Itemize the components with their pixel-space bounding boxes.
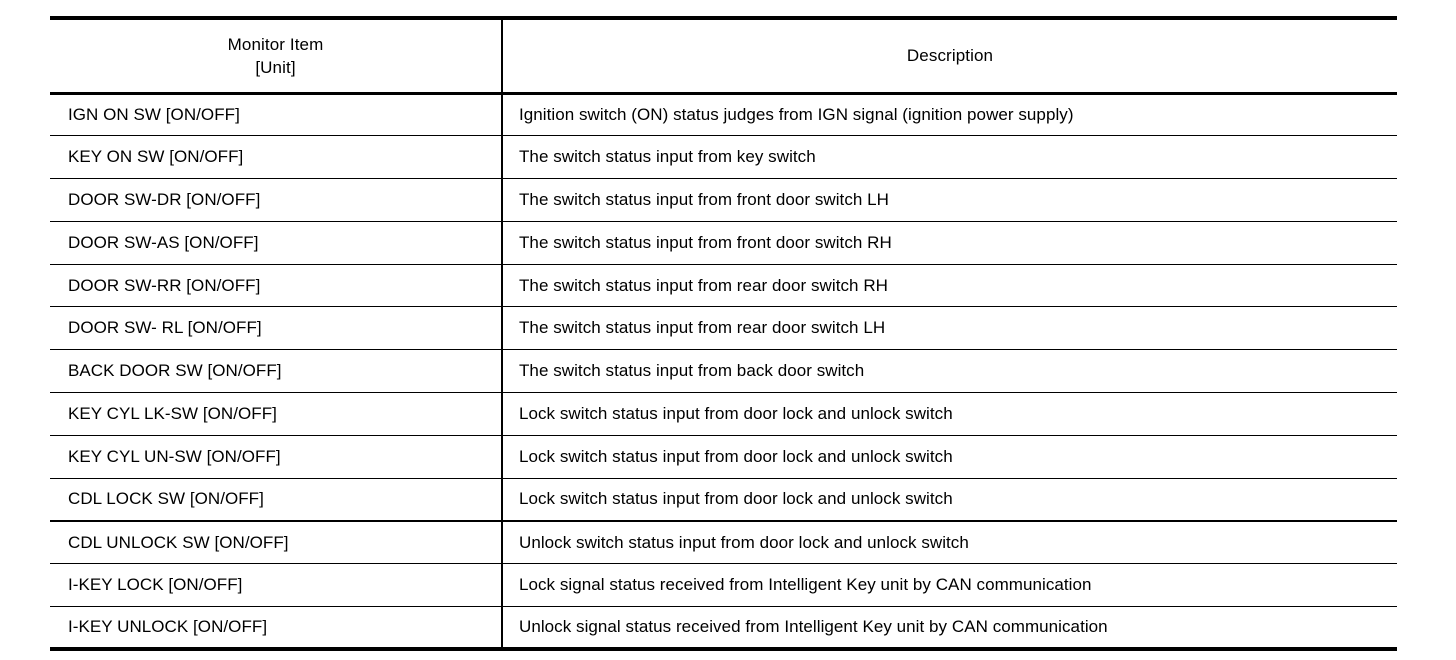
cell-description: Unlock signal status received from Intel… — [502, 606, 1397, 652]
cell-description: Lock switch status input from door lock … — [502, 478, 1397, 522]
cell-monitor-item: CDL LOCK SW [ON/OFF] — [50, 478, 503, 522]
cell-description: Lock switch status input from door lock … — [502, 435, 1397, 479]
table-row: I-KEY LOCK [ON/OFF]Lock signal status re… — [50, 563, 1397, 608]
column-header-monitor-item-unit: [Unit] — [255, 57, 296, 77]
table-row: KEY CYL LK-SW [ON/OFF]Lock switch status… — [50, 392, 1397, 436]
table-body: IGN ON SW [ON/OFF]Ignition switch (ON) s… — [50, 93, 1397, 652]
column-header-monitor-item: Monitor Item [Unit] — [50, 16, 503, 95]
table-row: CDL UNLOCK SW [ON/OFF]Unlock switch stat… — [50, 520, 1397, 565]
table-row: DOOR SW-AS [ON/OFF]The switch status inp… — [50, 221, 1397, 265]
column-header-description: Description — [502, 16, 1397, 95]
cell-description: Lock signal status received from Intelli… — [502, 563, 1397, 608]
cell-description: The switch status input from rear door s… — [502, 264, 1397, 308]
cell-monitor-item: KEY CYL UN-SW [ON/OFF] — [50, 435, 503, 479]
table-row: DOOR SW- RL [ON/OFF]The switch status in… — [50, 306, 1397, 351]
cell-monitor-item: DOOR SW-RR [ON/OFF] — [50, 264, 503, 308]
column-header-monitor-item-title: Monitor Item — [227, 34, 324, 54]
table-row: BACK DOOR SW [ON/OFF]The switch status i… — [50, 349, 1397, 394]
cell-monitor-item: I-KEY LOCK [ON/OFF] — [50, 563, 503, 608]
cell-description: The switch status input from front door … — [502, 178, 1397, 222]
cell-description: Ignition switch (ON) status judges from … — [502, 93, 1397, 137]
table-header-row: Monitor Item [Unit] Description — [50, 16, 1397, 95]
cell-description: The switch status input from rear door s… — [502, 306, 1397, 351]
cell-monitor-item: BACK DOOR SW [ON/OFF] — [50, 349, 503, 394]
cell-description: The switch status input from back door s… — [502, 349, 1397, 394]
cell-description: The switch status input from key switch — [502, 135, 1397, 180]
table-row: I-KEY UNLOCK [ON/OFF]Unlock signal statu… — [50, 606, 1397, 652]
table-row: DOOR SW-DR [ON/OFF]The switch status inp… — [50, 178, 1397, 222]
table-header: Monitor Item [Unit] Description — [50, 16, 1397, 95]
monitor-item-table-container: Monitor Item [Unit] Description IGN ON S… — [50, 16, 1397, 652]
table-row: KEY ON SW [ON/OFF]The switch status inpu… — [50, 135, 1397, 180]
cell-monitor-item: CDL UNLOCK SW [ON/OFF] — [50, 520, 503, 565]
monitor-item-table: Monitor Item [Unit] Description IGN ON S… — [50, 16, 1397, 652]
cell-monitor-item: DOOR SW- RL [ON/OFF] — [50, 306, 503, 351]
cell-description: Unlock switch status input from door loc… — [502, 520, 1397, 565]
table-row: CDL LOCK SW [ON/OFF]Lock switch status i… — [50, 478, 1397, 522]
table-row: DOOR SW-RR [ON/OFF]The switch status inp… — [50, 264, 1397, 308]
cell-description: The switch status input from front door … — [502, 221, 1397, 265]
cell-description: Lock switch status input from door lock … — [502, 392, 1397, 436]
cell-monitor-item: DOOR SW-AS [ON/OFF] — [50, 221, 503, 265]
table-row: KEY CYL UN-SW [ON/OFF]Lock switch status… — [50, 435, 1397, 479]
table-row: IGN ON SW [ON/OFF]Ignition switch (ON) s… — [50, 93, 1397, 137]
cell-monitor-item: KEY ON SW [ON/OFF] — [50, 135, 503, 180]
cell-monitor-item: KEY CYL LK-SW [ON/OFF] — [50, 392, 503, 436]
cell-monitor-item: I-KEY UNLOCK [ON/OFF] — [50, 606, 503, 652]
cell-monitor-item: IGN ON SW [ON/OFF] — [50, 93, 503, 137]
cell-monitor-item: DOOR SW-DR [ON/OFF] — [50, 178, 503, 222]
